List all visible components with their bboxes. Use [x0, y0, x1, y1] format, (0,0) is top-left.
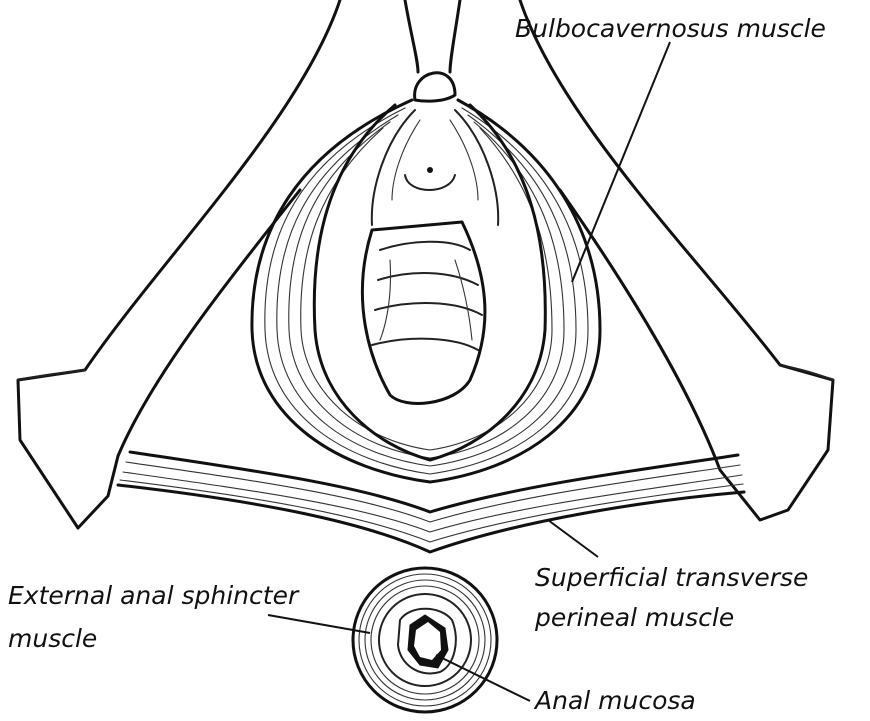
- superficial-transverse-perineal-muscle: [118, 452, 744, 552]
- leader-superficial-transverse: [548, 520, 598, 557]
- left-thigh: [18, 0, 340, 528]
- label-superficial-transverse-line1: Superficial transverse: [535, 563, 808, 593]
- leader-bulbocavernosus: [572, 42, 670, 282]
- right-thigh: [520, 0, 833, 520]
- bulbocavernosus-muscle: [252, 100, 600, 482]
- label-external-anal-sphincter-line2: muscle: [8, 624, 97, 654]
- clitoris: [405, 0, 460, 101]
- label-anal-mucosa: Anal mucosa: [535, 686, 696, 716]
- label-external-anal-sphincter-line1: External anal sphincter: [8, 581, 298, 611]
- vaginal-opening: [362, 222, 485, 403]
- label-bulbocavernosus: Bulbocavernosus muscle: [515, 14, 826, 44]
- label-superficial-transverse-line2: perineal muscle: [535, 603, 734, 633]
- anal-mucosa: [398, 609, 456, 674]
